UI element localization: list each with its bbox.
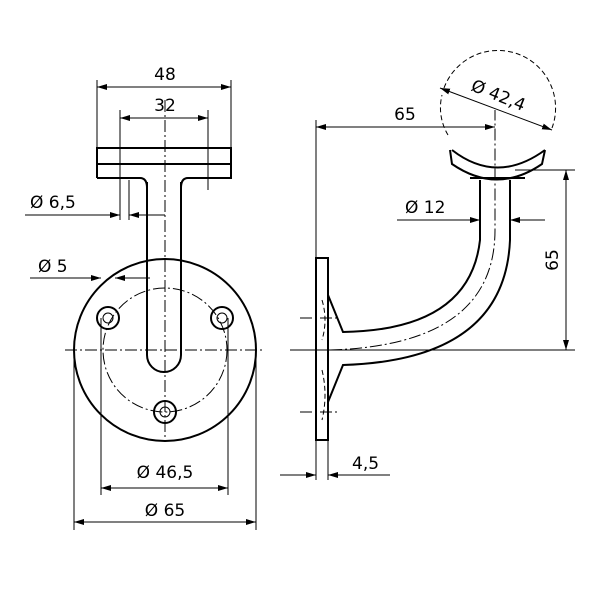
mounting-holes (96, 306, 234, 424)
dim-plate-dia: Ø 65 (145, 501, 185, 521)
dim-screw-hole-dia: Ø 6,5 (30, 193, 76, 213)
saddle (449, 149, 546, 181)
side-view: 65 Ø 42,4 Ø 12 65 4,5 (280, 49, 575, 480)
front-view: 48 32 Ø 6,5 Ø 5 Ø 46,5 Ø 65 (25, 65, 265, 530)
dim-bar-dia: Ø 12 (405, 198, 445, 218)
side-plate (315, 257, 329, 441)
dim-plate-thickness: 4,5 (352, 454, 379, 474)
dim-hole-spacing: 32 (154, 96, 176, 116)
dim-pin-dia: Ø 5 (38, 257, 68, 277)
dim-vertical-offset: 65 (543, 249, 563, 271)
dim-bolt-circle-dia: Ø 46,5 (137, 463, 194, 483)
top-flange (96, 147, 232, 189)
dim-horizontal-offset: 65 (394, 105, 416, 125)
dim-flange-width: 48 (154, 65, 176, 85)
arm (327, 180, 511, 403)
stem (146, 182, 182, 373)
